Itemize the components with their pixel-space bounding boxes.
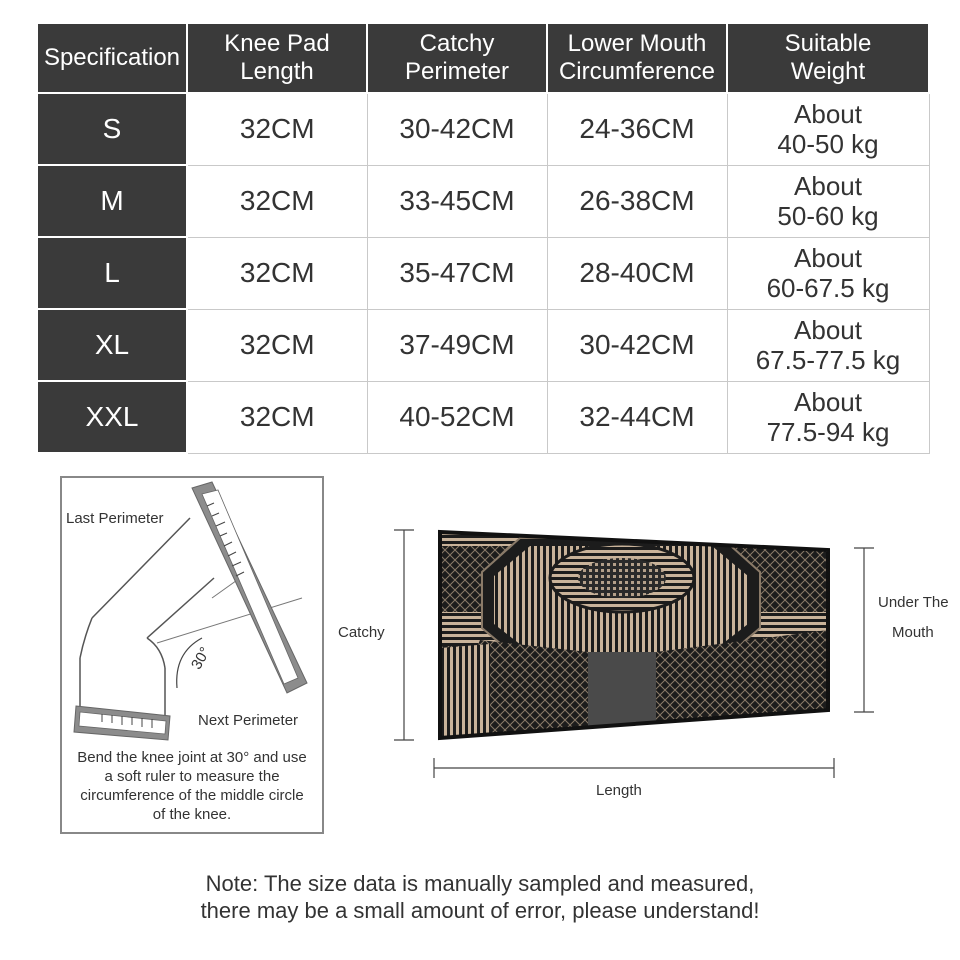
size-cell: XL	[36, 308, 188, 382]
lower-mouth-cell: 32-44CM	[546, 380, 728, 454]
knee-measurement-diagram: Last Perimeter 30° Next Perimeter Bend t…	[60, 476, 324, 834]
bent-knee-illustration	[73, 481, 308, 741]
catchy-cell: 30-42CM	[366, 92, 548, 166]
length-cell: 32CM	[186, 164, 368, 238]
next-perimeter-label: Next Perimeter	[198, 712, 299, 729]
under-mouth-label-line1: Under The	[878, 594, 949, 611]
note-line-2: there may be a small amount of error, pl…	[200, 898, 760, 923]
size-cell: M	[36, 164, 188, 238]
knee-pad-illustration	[394, 529, 874, 778]
knee-pad-dimension-diagram: Catchy Under The Mouth Length	[330, 520, 960, 810]
lower-ruler-ticks	[101, 714, 153, 728]
length-cell: 32CM	[186, 380, 368, 454]
under-mouth-dimension-line	[854, 547, 874, 713]
length-cell: 32CM	[186, 92, 368, 166]
size-cell: L	[36, 236, 188, 310]
catchy-cell: 35-47CM	[366, 236, 548, 310]
catchy-cell: 40-52CM	[366, 380, 548, 454]
upper-ruler-ticks	[206, 502, 245, 577]
length-label: Length	[596, 782, 642, 799]
catchy-label: Catchy	[338, 624, 385, 641]
lower-mouth-cell: 30-42CM	[546, 308, 728, 382]
catchy-dimension-line	[394, 529, 414, 741]
size-note: Note: The size data is manually sampled …	[0, 870, 960, 924]
lower-mouth-cell: 28-40CM	[546, 236, 728, 310]
angle-arc	[176, 637, 203, 689]
note-line-1: Note: The size data is manually sampled …	[205, 871, 755, 896]
size-cell: XXL	[36, 380, 188, 454]
size-cell: S	[36, 92, 188, 166]
catchy-cell: 37-49CM	[366, 308, 548, 382]
under-mouth-label-line2: Mouth	[892, 624, 934, 641]
length-cell: 32CM	[186, 308, 368, 382]
lower-mouth-cell: 24-36CM	[546, 92, 728, 166]
measurement-instruction: Bend the knee joint at 30° and use a sof…	[77, 749, 307, 823]
header-specification: Specification	[36, 24, 188, 94]
length-dimension-line	[433, 758, 835, 778]
catchy-cell: 33-45CM	[366, 164, 548, 238]
lower-mouth-cell: 26-38CM	[546, 164, 728, 238]
length-cell: 32CM	[186, 236, 368, 310]
last-perimeter-label: Last Perimeter	[66, 510, 164, 527]
